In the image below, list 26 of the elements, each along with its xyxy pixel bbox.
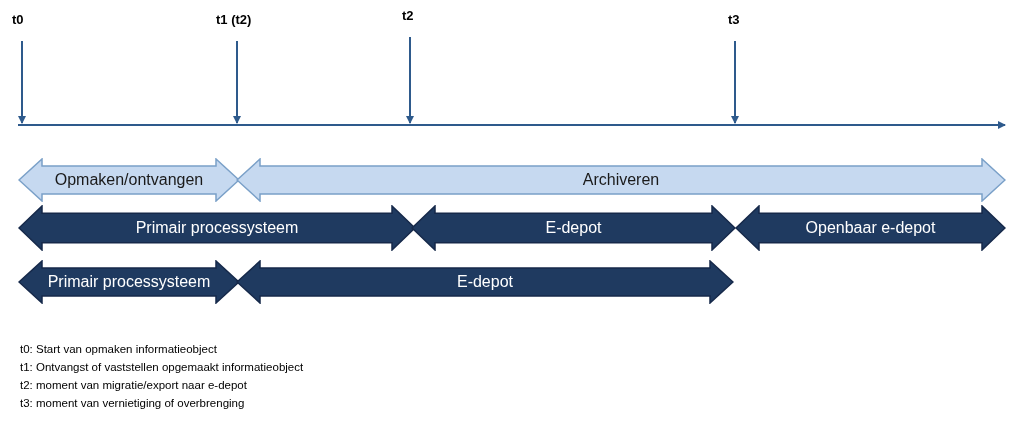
time-marker-label: t2	[402, 8, 414, 23]
arrow	[731, 40, 739, 124]
time-marker-label: t1 (t2)	[216, 12, 252, 27]
time-marker-label: t3	[728, 12, 740, 27]
legend-note: t0: Start van opmaken informatieobject	[20, 343, 217, 355]
arrow	[406, 36, 414, 124]
phase-label: E-depot	[455, 273, 514, 291]
phase-label: Archiveren	[581, 171, 661, 189]
phase-band	[236, 260, 734, 304]
phase-band	[236, 158, 1006, 202]
phase-label: Primair processysteem	[46, 273, 212, 291]
phase-band	[411, 205, 736, 251]
phase-band	[18, 260, 240, 304]
legend-note: t2: moment van migratie/export naar e-depot	[20, 379, 247, 391]
phase-label: Openbaar e-depot	[804, 219, 937, 237]
phase-band	[735, 205, 1006, 251]
phase-label: Primair processysteem	[134, 219, 300, 237]
arrow	[18, 40, 26, 124]
time-marker-label: t0	[12, 12, 24, 27]
phase-band	[18, 158, 240, 202]
phase-label: E-depot	[544, 219, 603, 237]
phase-band	[18, 205, 416, 251]
phase-label: Opmaken/ontvangen	[53, 171, 205, 189]
legend-note: t1: Ontvangst of vaststellen opgemaakt informatieobject	[20, 361, 304, 373]
legend-note: t3: moment van vernietiging of overbrenging	[20, 397, 245, 409]
arrow	[233, 40, 241, 124]
